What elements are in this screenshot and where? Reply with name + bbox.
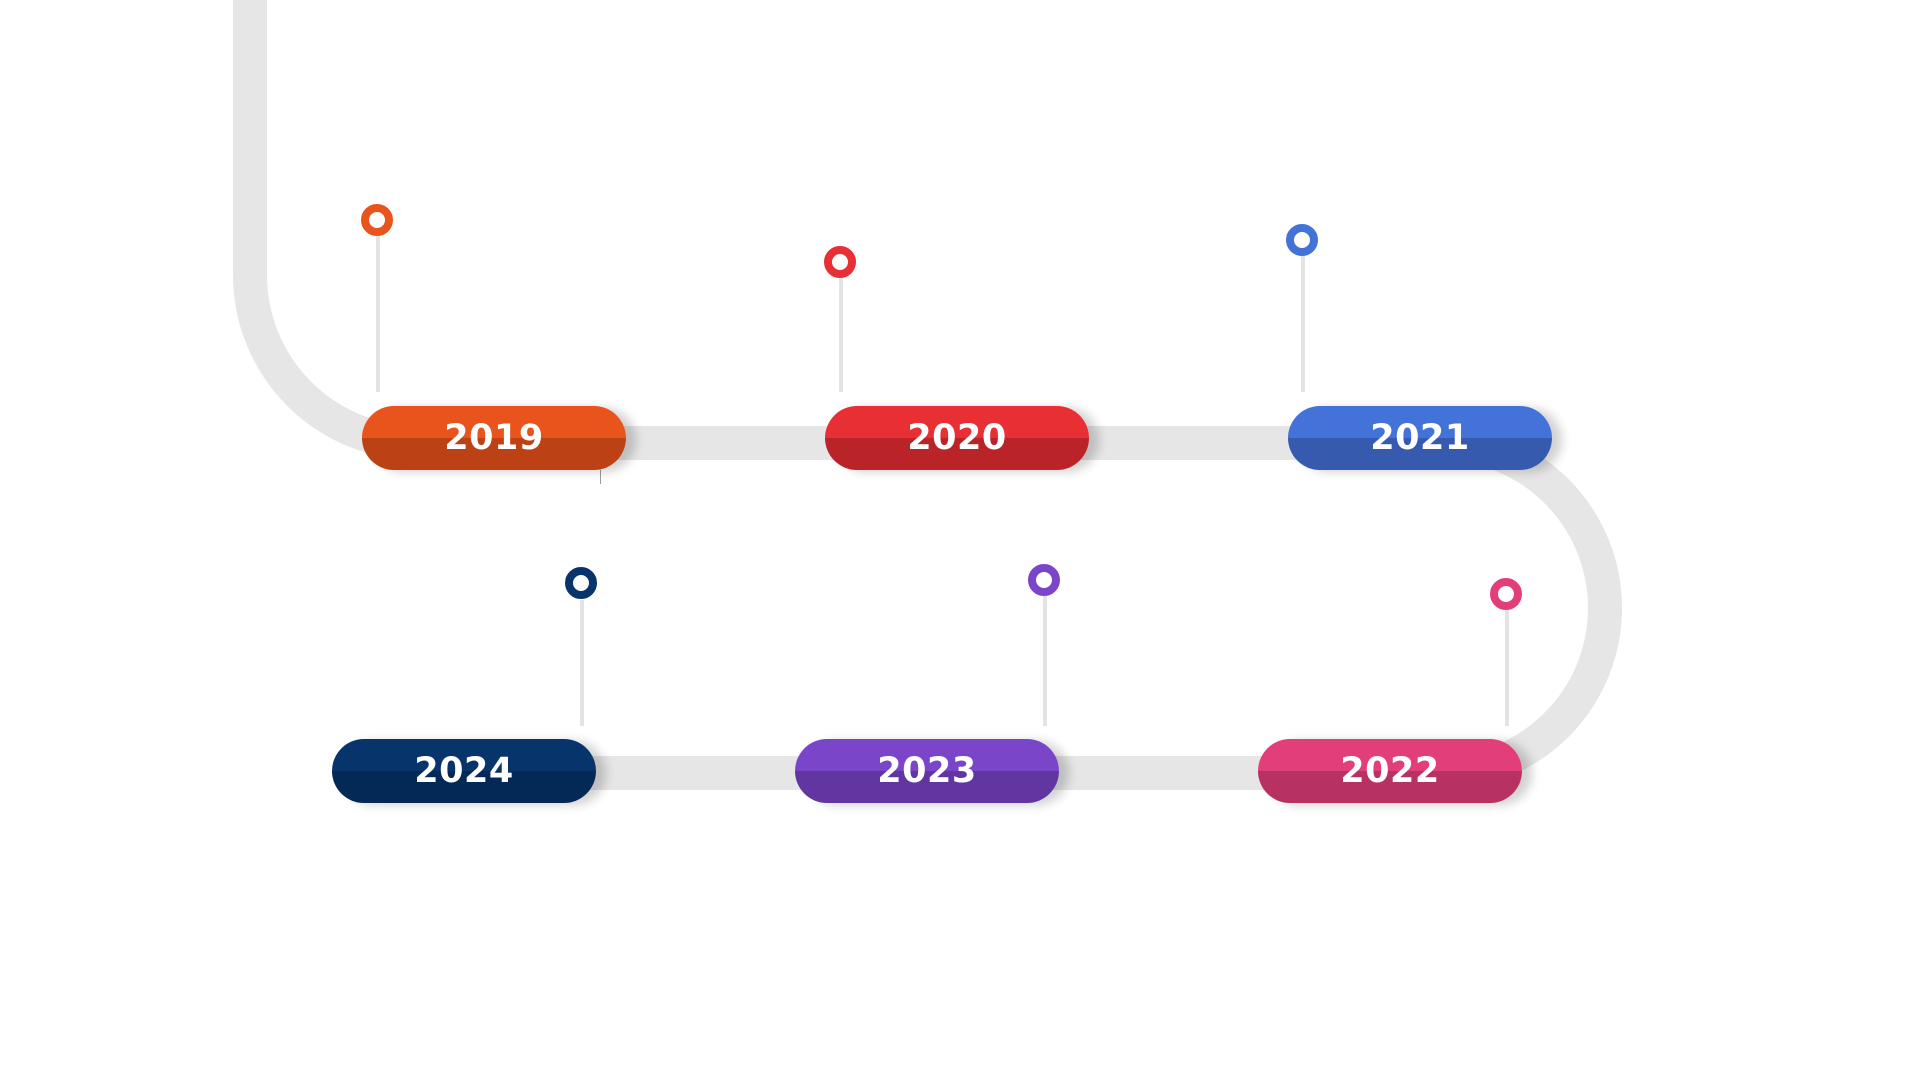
year-label-2023: 2023 xyxy=(877,751,977,791)
stem-2021 xyxy=(1301,250,1305,392)
stem-2022 xyxy=(1505,608,1509,726)
year-pill-2021: 2021 xyxy=(1288,406,1552,470)
stem-2019 xyxy=(376,226,380,392)
timeline-track-path xyxy=(233,0,1622,790)
pill-shade-2023 xyxy=(795,771,1059,803)
marker-2023 xyxy=(1028,564,1060,596)
marker-2021 xyxy=(1286,224,1318,256)
stem-2024 xyxy=(580,600,584,726)
year-label-2021: 2021 xyxy=(1370,418,1470,458)
marker-2020 xyxy=(824,246,856,278)
year-pill-2022: 2022 xyxy=(1258,739,1522,803)
year-label-2024: 2024 xyxy=(414,751,514,791)
year-pill-2023: 2023 xyxy=(795,739,1059,803)
marker-2024 xyxy=(565,567,597,599)
divider-tick xyxy=(600,470,601,484)
year-label-2020: 2020 xyxy=(907,418,1007,458)
year-label-2019: 2019 xyxy=(444,418,544,458)
stem-2023 xyxy=(1043,596,1047,726)
year-pill-2020: 2020 xyxy=(825,406,1089,470)
year-label-2022: 2022 xyxy=(1340,751,1440,791)
marker-2019 xyxy=(361,204,393,236)
marker-2022 xyxy=(1490,578,1522,610)
pill-shade-2020 xyxy=(825,438,1089,470)
pill-shade-2024 xyxy=(332,771,596,803)
year-pill-2019: 2019 xyxy=(362,406,626,470)
stem-2020 xyxy=(839,268,843,392)
pill-shade-2022 xyxy=(1258,771,1522,803)
year-pill-2024: 2024 xyxy=(332,739,596,803)
pill-shade-2021 xyxy=(1288,438,1552,470)
pill-shade-2019 xyxy=(362,438,626,470)
